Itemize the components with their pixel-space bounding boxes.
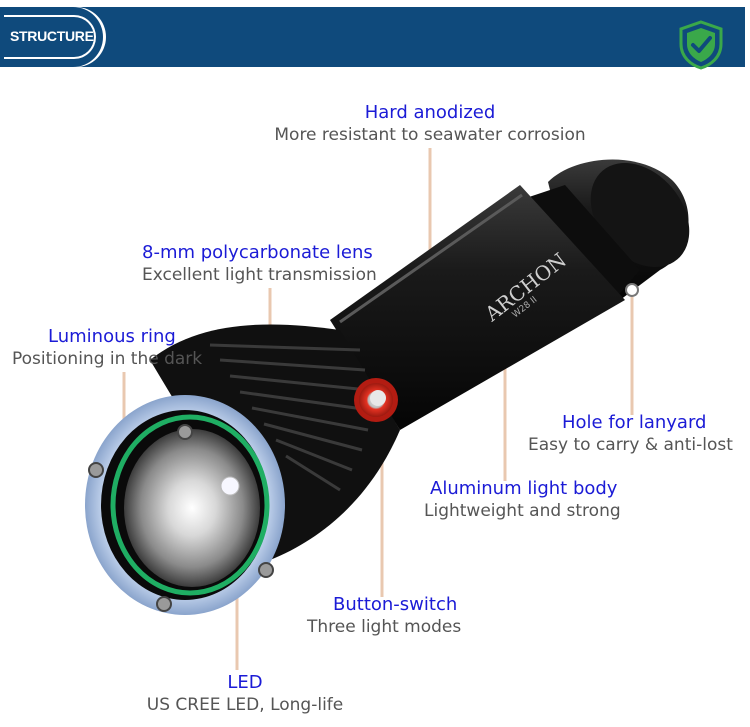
shield-check-icon bbox=[679, 20, 723, 70]
callout-aluminum-body: Aluminum light body Lightweight and stro… bbox=[424, 478, 621, 522]
callout-lens: 8-mm polycarbonate lens Excellent light … bbox=[142, 242, 377, 286]
callout-title: Button-switch bbox=[333, 594, 458, 615]
lanyard-hole bbox=[625, 283, 639, 297]
button-switch bbox=[354, 378, 398, 422]
callout-lanyard-hole: Hole for lanyard Easy to carry & anti-lo… bbox=[528, 412, 733, 456]
head-fins bbox=[150, 324, 400, 560]
product-stage: ARCHON W28 II bbox=[0, 70, 750, 727]
tail-cap bbox=[548, 159, 690, 300]
flashlight-illustration: ARCHON W28 II bbox=[85, 148, 690, 670]
callout-title: Luminous ring bbox=[48, 326, 176, 347]
callout-desc: Excellent light transmission bbox=[142, 265, 377, 285]
callout-luminous-ring: Luminous ring Positioning in the dark bbox=[12, 326, 202, 370]
callout-title: LED bbox=[227, 672, 263, 693]
tail-section bbox=[520, 185, 640, 305]
callout-desc: Lightweight and strong bbox=[424, 501, 621, 521]
body-highlight bbox=[339, 193, 523, 324]
callout-button-switch: Button-switch Three light modes bbox=[307, 594, 461, 638]
reflector bbox=[124, 429, 260, 587]
badge-outline bbox=[4, 15, 96, 59]
body-tube bbox=[330, 185, 625, 430]
header-bar: STRUCTURE bbox=[0, 7, 745, 70]
bezel-screws bbox=[88, 424, 274, 612]
badge-label: STRUCTURE bbox=[10, 28, 94, 44]
callout-desc: Easy to carry & anti-lost bbox=[528, 435, 733, 455]
callout-hard-anodized: Hard anodized More resistant to seawater… bbox=[250, 102, 610, 146]
callout-desc: Three light modes bbox=[307, 617, 462, 637]
callout-title: Hole for lanyard bbox=[562, 412, 707, 433]
led-emitter bbox=[220, 476, 240, 496]
callout-title: Aluminum light body bbox=[430, 478, 618, 499]
structure-badge: STRUCTURE bbox=[0, 7, 103, 67]
callout-desc: Positioning in the dark bbox=[12, 349, 203, 369]
luminous-ring bbox=[110, 414, 270, 596]
callout-title: Hard anodized bbox=[364, 102, 496, 123]
callout-led: LED US CREE LED, Long-life bbox=[120, 672, 370, 716]
callout-desc: More resistant to seawater corrosion bbox=[274, 125, 586, 145]
callout-desc: US CREE LED, Long-life bbox=[146, 695, 344, 715]
callout-title: 8-mm polycarbonate lens bbox=[142, 242, 373, 263]
